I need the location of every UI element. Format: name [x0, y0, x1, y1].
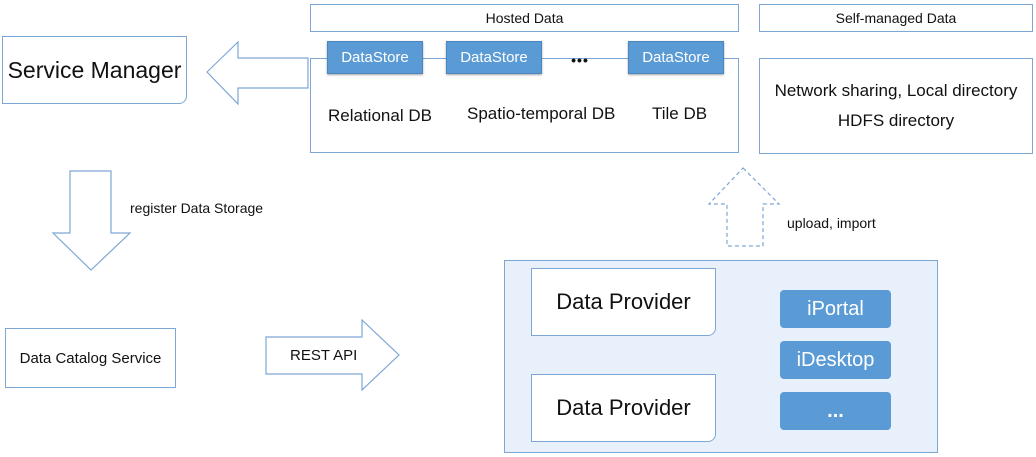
service-manager-label: Service Manager — [7, 56, 182, 83]
datastore-ellipsis: ••• — [560, 46, 600, 74]
datastore-label: DataStore — [642, 49, 710, 66]
more-clients-pill: ... — [780, 392, 891, 430]
left-arrow — [206, 40, 309, 106]
client-label: iPortal — [807, 297, 864, 320]
hosted-data-title: Hosted Data — [485, 10, 564, 26]
data-provider-label: Data Provider — [556, 289, 691, 314]
datastore-2: DataStore — [446, 41, 542, 74]
idesktop-pill: iDesktop — [780, 341, 891, 379]
register-label: register Data Storage — [130, 200, 264, 216]
right-arrow — [265, 318, 400, 392]
down-arrow — [51, 170, 132, 271]
data-provider-box-2: Data Provider — [531, 374, 716, 442]
rest-api-label: REST API — [290, 347, 358, 364]
up-arrow-dashed — [707, 167, 781, 247]
datastore-1: DataStore — [327, 41, 423, 74]
spatio-temporal-db-label: Spatio-temporal DB — [467, 104, 616, 123]
self-managed-line1: Network sharing, Local directory — [774, 81, 1018, 100]
tile-db-label: Tile DB — [652, 104, 708, 123]
relational-db-label: Relational DB — [328, 106, 432, 125]
client-label: ... — [827, 399, 844, 422]
service-manager-box: Service Manager — [2, 36, 187, 104]
datastore-label: DataStore — [341, 49, 409, 66]
self-managed-box: Network sharing, Local directory HDFS di… — [759, 58, 1033, 154]
ellipsis-label: ••• — [571, 52, 589, 68]
data-provider-label: Data Provider — [556, 395, 691, 420]
datastore-label: DataStore — [460, 49, 528, 66]
self-managed-header: Self-managed Data — [759, 4, 1033, 32]
hosted-data-header: Hosted Data — [310, 4, 739, 32]
data-catalog-service-box: Data Catalog Service — [5, 328, 176, 388]
data-provider-box-1: Data Provider — [531, 268, 716, 336]
client-label: iDesktop — [796, 348, 875, 371]
self-managed-title: Self-managed Data — [835, 10, 957, 26]
upload-label: upload, import — [787, 215, 876, 231]
self-managed-line2: HDFS directory — [837, 111, 955, 130]
datastore-3: DataStore — [628, 41, 724, 74]
data-catalog-label: Data Catalog Service — [19, 349, 162, 367]
iportal-pill: iPortal — [780, 290, 891, 328]
